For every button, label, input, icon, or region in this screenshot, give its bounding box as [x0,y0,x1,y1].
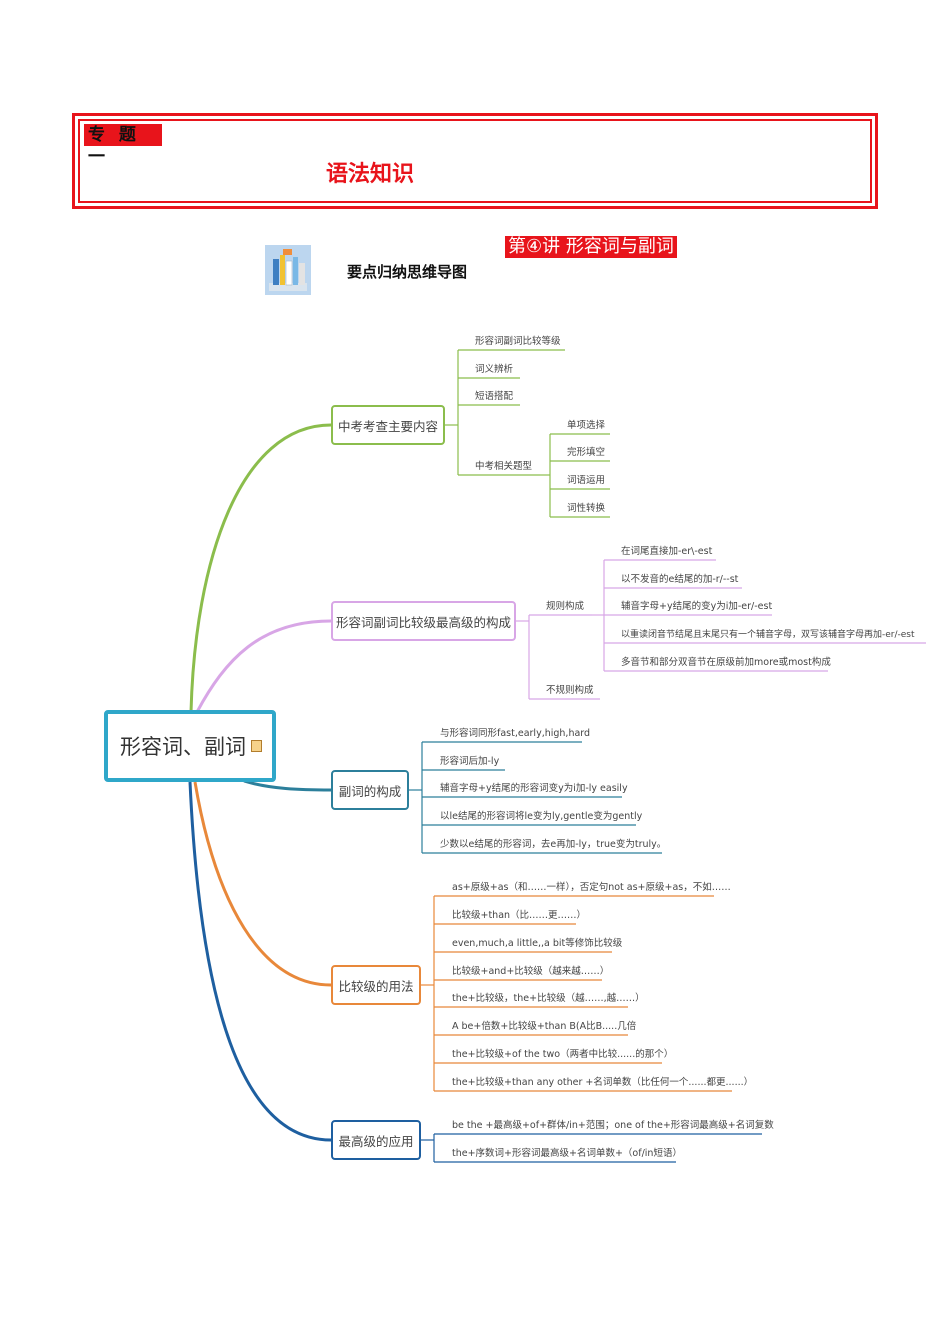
branch-main-content[interactable]: 中考考查主要内容 [331,405,445,445]
leaf-usage-1: as+原级+as（和……一样），否定句not as+原级+as，不如…… [452,882,731,893]
connector-branch-5 [188,781,332,1142]
branch-comparative-formation[interactable]: 形容词副词比较级最高级的构成 [331,601,516,641]
branch-comparative-usage[interactable]: 比较级的用法 [331,965,421,1005]
branch-label: 中考考查主要内容 [337,418,438,434]
leaf-single-choice: 单项选择 [567,420,606,431]
leaf-rule-1: 在词尾直接加-er\-est [621,546,713,557]
branch-label: 副词的构成 [338,783,402,799]
leaf-word-use: 词语运用 [567,475,606,486]
leaf-rule-2: 以不发音的e结尾的加-r/--st [621,574,739,585]
leaf-regular: 规则构成 [546,601,585,612]
leaf-usage-8: the+比较级+than any other +名词单数（比任何一个......… [452,1077,754,1088]
page-title: 语法知识 [326,162,415,187]
title-frame-inner [78,119,872,203]
leaf-adverb-3: 辅音字母+y结尾的形容词变y为i加-ly easily [440,783,628,794]
leaf-irregular: 不规则构成 [546,685,594,696]
leaf-usage-5: the+比较级，the+比较级（越……,越……） [452,993,645,1004]
leaf-rule-5: 多音节和部分双音节在原级前加more或most构成 [621,657,831,668]
root-label: 形容词、副词 [120,735,246,759]
books-icon [265,245,311,295]
leaf-usage-2: 比较级+than（比……更……） [452,910,587,921]
leaf-adverb-1: 与形容词同形fast,early,high,hard [440,728,591,739]
leaf-comparison-levels: 形容词副词比较等级 [475,336,561,347]
mindmap-root[interactable]: 形容词、副词 [104,710,276,782]
mindmap-subtitle: 要点归纳思维导图 [347,263,468,281]
topic-tag: 专 题 一 [84,124,162,167]
branch-label: 比较级的用法 [338,978,414,994]
title-frame-outer [72,113,878,209]
branch-adverb-formation[interactable]: 副词的构成 [331,770,409,810]
connector-branch-3 [243,779,332,792]
branch-superlative-usage[interactable]: 最高级的应用 [331,1120,421,1160]
leaf-usage-7: the+比较级+of the two（两者中比较......的那个） [452,1049,674,1060]
connector-branch-2 [195,619,332,713]
leaf-superlative-2: the+序数词+形容词最高级+名词单数+（of/in短语） [452,1148,682,1159]
connector-branch-4 [193,781,332,987]
leaf-superlative-1: be the +最高级+of+群体/in+范围；one of the+形容词最高… [452,1120,774,1131]
leaf-adverb-5: 少数以e结尾的形容词，去e再加-ly，true变为truly。 [440,839,667,850]
branch-label: 最高级的应用 [338,1133,414,1149]
leaf-word-conversion: 词性转换 [567,503,606,514]
leaf-adverb-4: 以le结尾的形容词将le变为ly,gentle变为gently [440,811,643,822]
branch-label: 形容词副词比较级最高级的构成 [335,614,511,630]
leaf-usage-6: A be+倍数+比较级+than B(A比B.....几倍 [452,1021,637,1032]
leaf-usage-3: even,much,a little,,a bit等修饰比较级 [452,938,623,949]
leaf-exam-types: 中考相关题型 [475,461,533,472]
leaf-usage-4: 比较级+and+比较级（越来越……） [452,966,610,977]
lecture-title: 第④讲 形容词与副词 [505,236,677,258]
leaf-rule-4: 以重读闭音节结尾且末尾只有一个辅音字母，双写该辅音字母再加-er/-est [621,630,915,640]
leaf-phrases: 短语搭配 [475,391,514,402]
connector-branch-1 [189,423,332,713]
leaf-adverb-2: 形容词后加-ly [440,756,500,767]
leaf-cloze: 完形填空 [567,447,606,458]
leaf-rule-3: 辅音字母+y结尾的变y为i加-er/-est [621,601,773,612]
note-icon [251,740,262,752]
leaf-word-meaning: 词义辨析 [475,364,514,375]
